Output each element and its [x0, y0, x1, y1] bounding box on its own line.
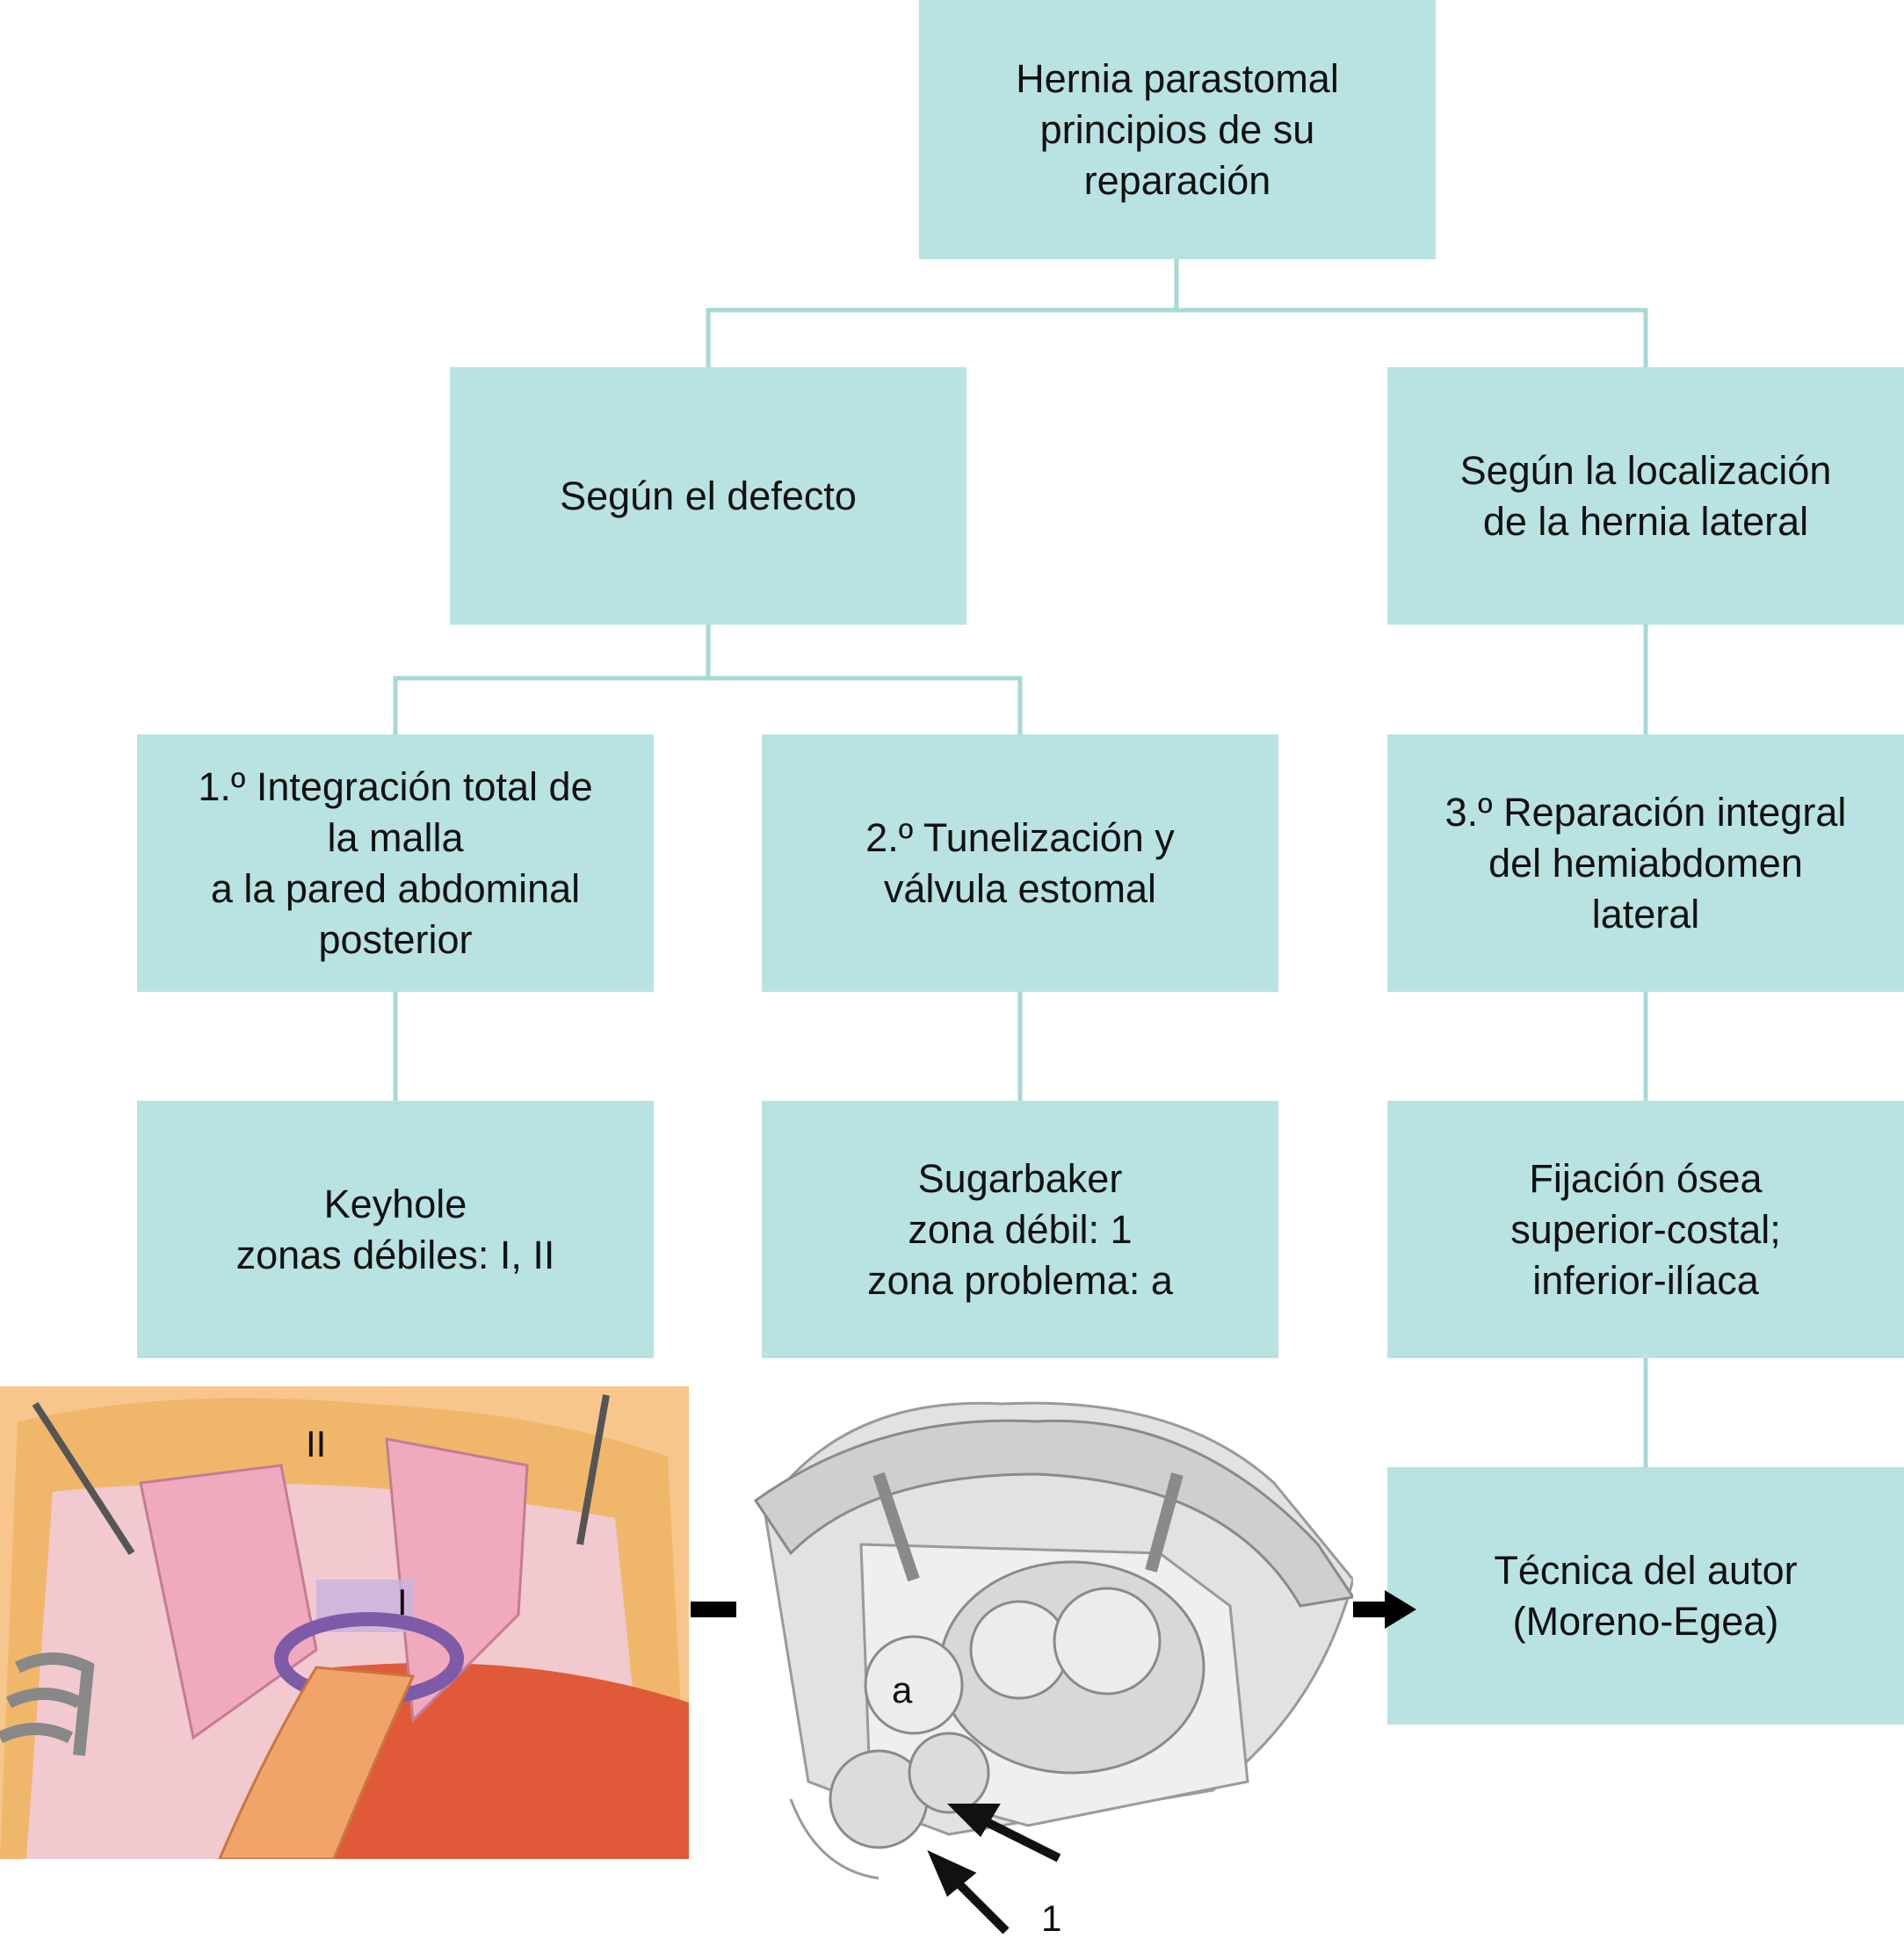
label-zone-1: 1 — [1041, 1898, 1061, 1938]
sugarbaker-illustration: a 1 — [753, 1401, 1353, 1938]
technique-sugarbaker-label: Sugarbaker zona débil: 1 zona problema: … — [867, 1155, 1173, 1303]
principle-1-box: 1.º Integración total de la malla a la p… — [137, 734, 654, 992]
connector-root-left — [706, 259, 1179, 367]
root-box: Hernia parastomal principios de su repar… — [919, 0, 1436, 259]
principle-1-label: 1.º Integración total de la malla a la p… — [198, 763, 593, 962]
technique-keyhole-label: Keyhole zonas débiles: I, II — [235, 1181, 555, 1277]
arrow-right-icon — [1353, 1590, 1416, 1629]
connector-defect-p1 — [393, 625, 711, 734]
technique-fixation-label: Fijación ósea superior-costal; inferior-… — [1510, 1155, 1781, 1303]
label-zone-II: II — [306, 1423, 326, 1464]
label-zone-a: a — [892, 1669, 913, 1710]
technique-fixation-box: Fijación ósea superior-costal; inferior-… — [1387, 1101, 1904, 1358]
branch-defect-label: Según el defecto — [560, 473, 857, 518]
author-technique-label: Técnica del autor (Moreno-Egea) — [1494, 1547, 1798, 1644]
technique-keyhole-box: Keyhole zonas débiles: I, II — [137, 1101, 654, 1358]
technique-sugarbaker-box: Sugarbaker zona débil: 1 zona problema: … — [762, 1101, 1278, 1358]
connector-defect-p2 — [708, 676, 1023, 734]
branch-location-box: Según la localización de la hernia later… — [1387, 367, 1904, 625]
principle-2-box: 2.º Tunelización y válvula estomal — [762, 734, 1278, 992]
root-title: Hernia parastomal principios de su repar… — [1016, 55, 1339, 203]
principle-2-label: 2.º Tunelización y válvula estomal — [865, 814, 1175, 911]
principle-3-label: 3.º Reparación integral del hemiabdomen … — [1444, 789, 1847, 936]
label-zone-I: I — [397, 1581, 408, 1623]
connector-root-right — [1176, 307, 1648, 367]
author-technique-box: Técnica del autor (Moreno-Egea) — [1387, 1467, 1904, 1725]
branch-location-label: Según la localización de la hernia later… — [1459, 447, 1832, 544]
keyhole-illustration: II I — [0, 1386, 689, 1859]
branch-defect-box: Según el defecto — [450, 367, 966, 625]
link-bar — [691, 1602, 736, 1617]
principle-3-box: 3.º Reparación integral del hemiabdomen … — [1387, 734, 1904, 992]
